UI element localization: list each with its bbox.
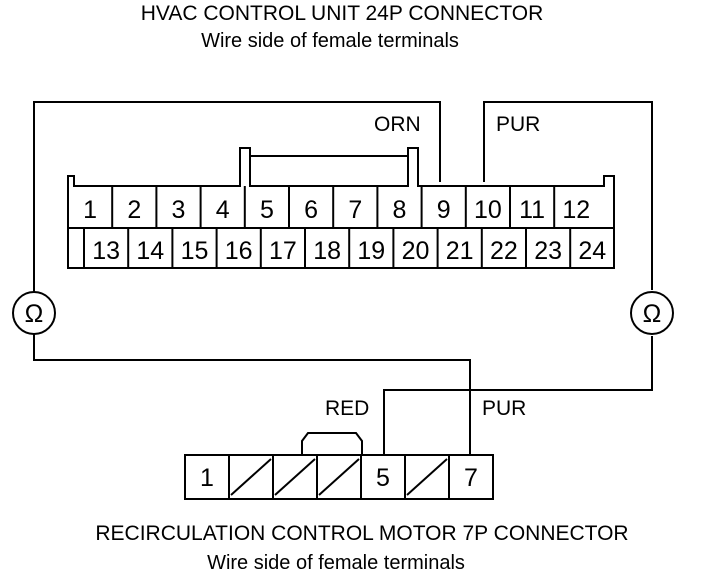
motor-empty-slot-slash [406, 458, 448, 496]
hvac-terminal-3: 3 [172, 196, 186, 224]
hvac-terminal-8: 8 [393, 196, 407, 224]
hvac-connector-title: HVAC CONTROL UNIT 24P CONNECTOR [140, 2, 544, 25]
hvac-terminal-10: 10 [474, 196, 502, 224]
motor-empty-slot-slash [318, 458, 360, 496]
motor-connector-latch [301, 432, 363, 455]
motor-terminal-5: 5 [376, 464, 390, 492]
motor-terminal-dividers [228, 455, 450, 499]
motor-connector-body [184, 454, 494, 500]
left-ohmmeter [12, 291, 56, 335]
hvac-terminal-24: 24 [578, 237, 606, 265]
right-meter-lead-top [483, 101, 653, 290]
left-ohm-icon: Ω [25, 300, 44, 328]
hvac-terminal-17: 17 [269, 237, 297, 265]
motor-connector-subtitle: Wire side of female terminals [207, 552, 465, 574]
hvac-terminal-1: 1 [83, 196, 97, 224]
hvac-terminal-9: 9 [437, 196, 451, 224]
hvac-terminal-dividers [83, 186, 572, 268]
wire-label-red: RED [325, 397, 369, 420]
motor-terminal-numbers: 1 5 7 [200, 464, 478, 492]
motor-terminal-7: 7 [464, 464, 478, 492]
hvac-terminal-19: 19 [357, 237, 385, 265]
hvac-terminal-15: 15 [181, 237, 209, 265]
left-meter-lead-bottom [33, 334, 471, 455]
hvac-terminal-6: 6 [304, 196, 318, 224]
motor-empty-slot-slash [230, 458, 272, 496]
motor-empty-slot-slash [274, 458, 316, 496]
hvac-connector-body [67, 147, 615, 269]
right-meter-lead-bottom [383, 336, 653, 455]
hvac-terminal-18: 18 [313, 237, 341, 265]
hvac-terminal-12: 12 [562, 196, 590, 224]
hvac-terminal-11: 11 [519, 196, 545, 224]
motor-connector-title: RECIRCULATION CONTROL MOTOR 7P CONNECTOR [95, 522, 629, 545]
hvac-terminal-20: 20 [402, 237, 430, 265]
hvac-terminal-7: 7 [348, 196, 362, 224]
wire-label-pur-bottom: PUR [482, 397, 526, 420]
motor-empty-terminal-slashes [230, 458, 448, 496]
wire-label-pur-top: PUR [496, 113, 540, 136]
hvac-terminal-21: 21 [446, 237, 474, 265]
motor-terminal-1: 1 [200, 464, 214, 492]
hvac-connector-subtitle: Wire side of female terminals [201, 30, 459, 52]
hvac-terminal-23: 23 [534, 237, 562, 265]
left-meter-lead-top [33, 101, 441, 292]
hvac-terminal-14: 14 [136, 237, 164, 265]
wire-label-orn: ORN [374, 113, 421, 136]
hvac-terminal-13: 13 [92, 237, 120, 265]
hvac-terminal-22: 22 [490, 237, 518, 265]
hvac-terminal-4: 4 [216, 196, 230, 224]
right-ohm-icon: Ω [643, 300, 662, 328]
right-ohmmeter [630, 291, 674, 335]
hvac-terminal-16: 16 [225, 237, 253, 265]
hvac-terminal-5: 5 [260, 196, 274, 224]
hvac-terminal-2: 2 [127, 196, 141, 224]
